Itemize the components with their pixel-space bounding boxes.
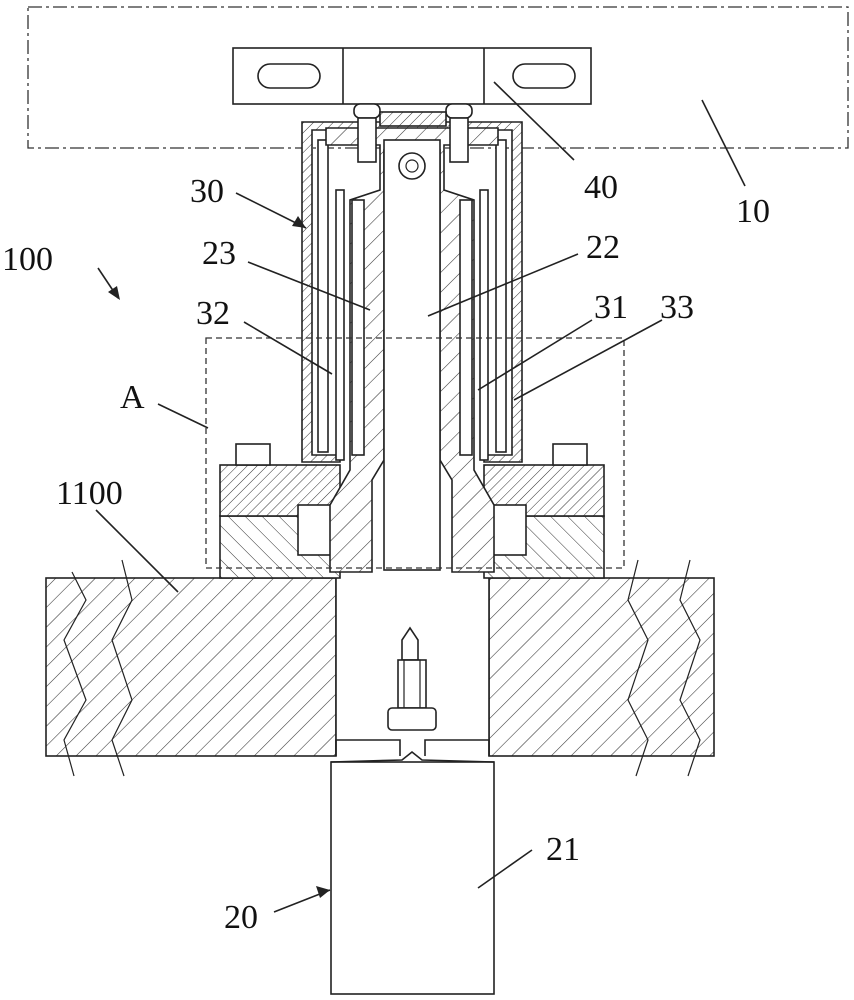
label-22: 22 — [586, 229, 620, 266]
arrowheads — [108, 216, 330, 898]
label-40: 40 — [584, 169, 618, 206]
shell-32 — [317, 139, 507, 461]
label-21: 21 — [546, 831, 580, 868]
shaft-22 — [383, 139, 441, 571]
label-31: 31 — [594, 289, 628, 326]
label-33: 33 — [660, 289, 694, 326]
label-30: 30 — [190, 173, 224, 210]
label-32: 32 — [196, 295, 230, 332]
top-bolts — [353, 103, 473, 163]
label-1100: 1100 — [56, 475, 123, 512]
outer-housing-33 — [301, 121, 523, 463]
detail-region-A — [205, 337, 625, 569]
label-23: 23 — [202, 235, 236, 272]
bracket-40 — [232, 47, 592, 105]
label-10: 10 — [736, 193, 770, 230]
slot-left — [257, 63, 321, 89]
slot-right — [512, 63, 576, 89]
label-100: 100 — [2, 241, 53, 278]
label-20: 20 — [224, 899, 258, 936]
label-A: A — [120, 379, 145, 416]
stud-and-nut — [335, 626, 490, 756]
motor-21 — [330, 750, 495, 995]
